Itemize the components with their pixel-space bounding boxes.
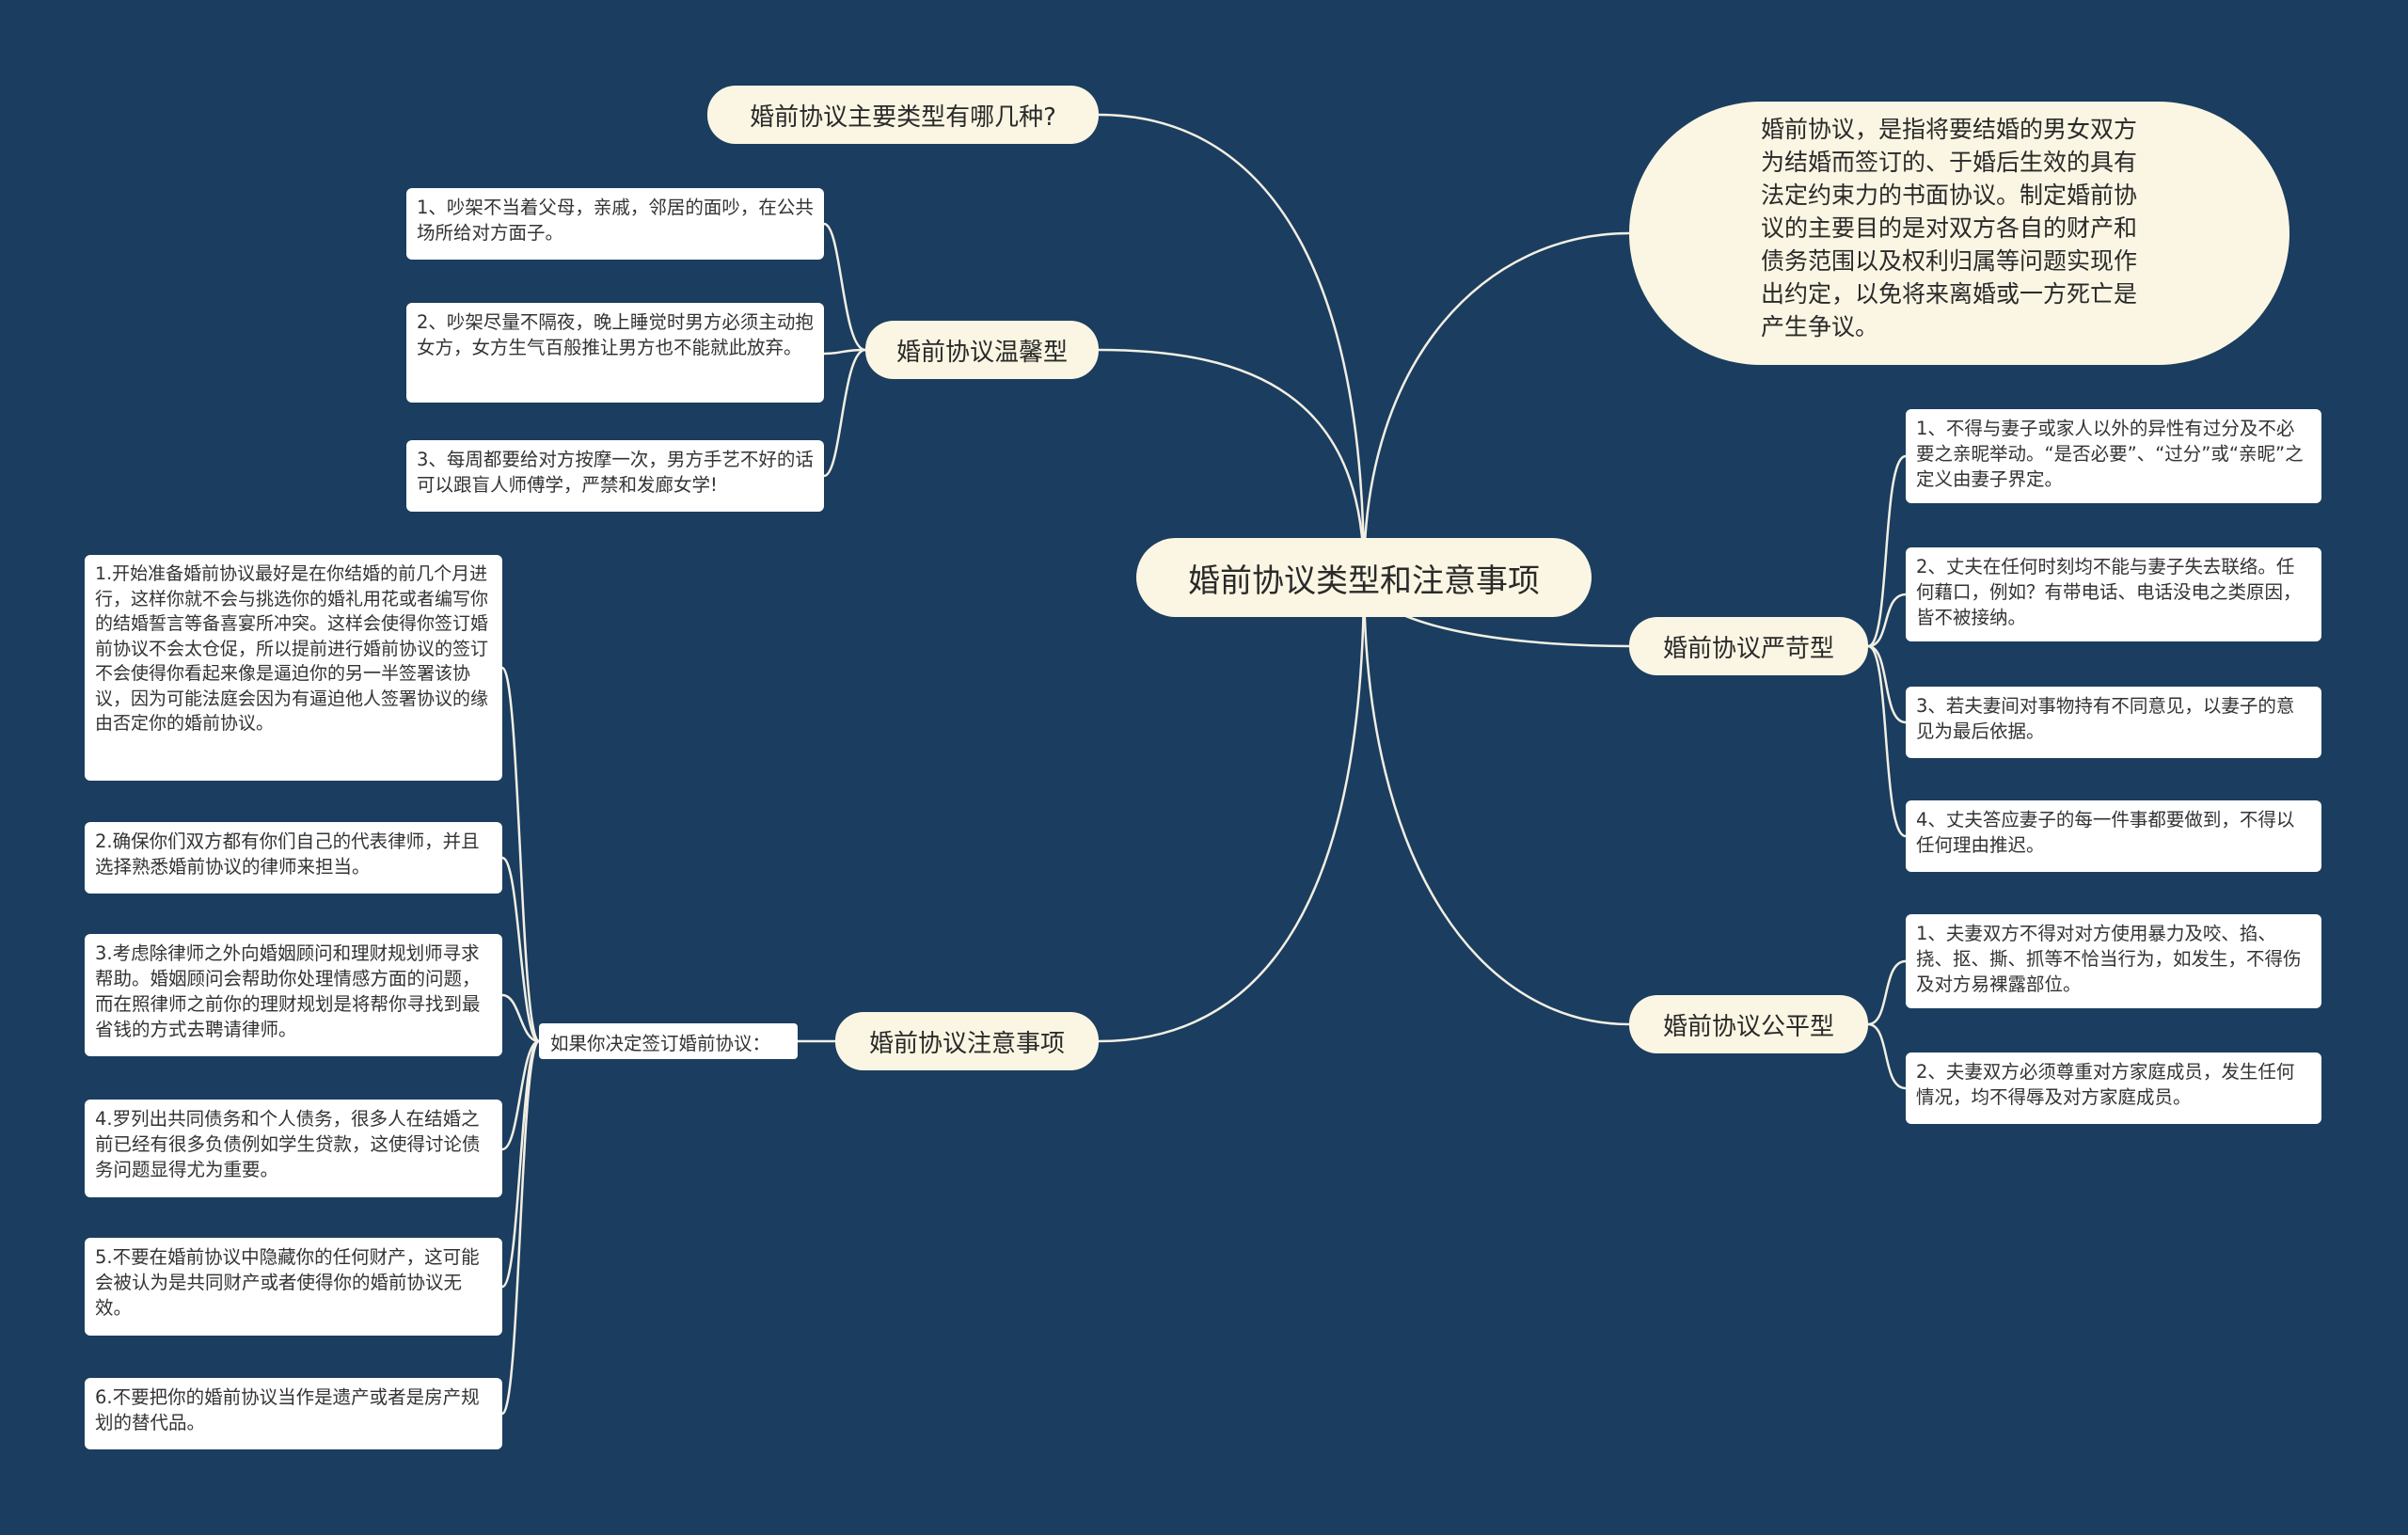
branch-strict[interactable]: 婚前协议严苛型 xyxy=(1629,617,1868,675)
fair-item-2[interactable]: 2、夫妻双方必须尊重对方家庭成员，发生任何情况，均不得辱及对方家庭成员。 xyxy=(1906,1052,2321,1124)
link-root-notes xyxy=(1097,574,1366,1043)
link-warm-2 xyxy=(822,348,867,356)
link-fair-1 xyxy=(1866,959,1908,1026)
link-fair-2 xyxy=(1866,1022,1908,1090)
link-strict-2 xyxy=(1866,593,1908,648)
link-strict-4 xyxy=(1866,644,1908,838)
notes-item-5[interactable]: 5.不要在婚前协议中隐藏你的任何财产，这可能会被认为是共同财产或者使得你的婚前协… xyxy=(85,1238,502,1336)
link-root-definition xyxy=(1362,231,1631,578)
link-strict-3 xyxy=(1866,644,1908,724)
branch-fair[interactable]: 婚前协议公平型 xyxy=(1629,995,1868,1053)
branch-warm[interactable]: 婚前协议温馨型 xyxy=(865,321,1099,379)
link-root-types-question xyxy=(1097,113,1366,578)
link-sub-4 xyxy=(500,1039,541,1151)
definition-node[interactable]: 婚前协议，是指将要结婚的男女双方为结婚而签订的、于婚后生效的具有法定约束力的书面… xyxy=(1629,102,2289,365)
link-warm-3 xyxy=(822,348,867,478)
link-root-warm xyxy=(1097,348,1366,578)
link-sub-6 xyxy=(500,1039,541,1416)
strict-item-3[interactable]: 3、若夫妻间对事物持有不同意见，以妻子的意见为最后依据。 xyxy=(1906,687,2321,758)
strict-item-2[interactable]: 2、丈夫在任何时刻均不能与妻子失去联络。任何藉口，例如？有带电话、电话没电之类原… xyxy=(1906,547,2321,641)
notes-item-1[interactable]: 1.开始准备婚前协议最好是在你结婚的前几个月进行，这样你就不会与挑选你的婚礼用花… xyxy=(85,555,502,781)
notes-item-4[interactable]: 4.罗列出共同债务和个人债务，很多人在结婚之前已经有很多负债例如学生贷款，这使得… xyxy=(85,1100,502,1197)
link-strict-1 xyxy=(1866,454,1908,648)
link-sub-1 xyxy=(500,666,541,1043)
fair-item-1[interactable]: 1、夫妻双方不得对对方使用暴力及咬、掐、挠、抠、撕、抓等不恰当行为，如发生，不得… xyxy=(1906,914,2321,1008)
warm-item-1[interactable]: 1、吵架不当着父母，亲戚，邻居的面吵，在公共场所给对方面子。 xyxy=(406,188,824,260)
link-sub-2 xyxy=(500,856,541,1043)
notes-item-6[interactable]: 6.不要把你的婚前协议当作是遗产或者是房产规划的替代品。 xyxy=(85,1378,502,1449)
warm-item-2[interactable]: 2、吵架尽量不隔夜，晚上睡觉时男方必须主动抱女方，女方生气百般推让男方也不能就此… xyxy=(406,303,824,403)
link-sub-5 xyxy=(500,1039,541,1289)
notes-sub-label[interactable]: 如果你决定签订婚前协议： xyxy=(539,1023,798,1059)
link-sub-3 xyxy=(500,993,541,1043)
branch-notes[interactable]: 婚前协议注意事项 xyxy=(835,1012,1099,1070)
notes-item-3[interactable]: 3.考虑除律师之外向婚姻顾问和理财规划师寻求帮助。婚姻顾问会帮助你处理情感方面的… xyxy=(85,934,502,1056)
link-root-fair xyxy=(1362,574,1631,1026)
warm-item-3[interactable]: 3、每周都要给对方按摩一次，男方手艺不好的话可以跟盲人师傅学，严禁和发廊女学! xyxy=(406,440,824,512)
link-warm-1 xyxy=(822,222,867,352)
notes-item-2[interactable]: 2.确保你们双方都有你们自己的代表律师，并且选择熟悉婚前协议的律师来担当。 xyxy=(85,822,502,894)
root-node[interactable]: 婚前协议类型和注意事项 xyxy=(1136,538,1592,617)
branch-types-question[interactable]: 婚前协议主要类型有哪几种? xyxy=(707,86,1099,144)
strict-item-4[interactable]: 4、丈夫答应妻子的每一件事都要做到，不得以任何理由推迟。 xyxy=(1906,800,2321,872)
strict-item-1[interactable]: 1、不得与妻子或家人以外的异性有过分及不必要之亲昵举动。“是否必要”、“过分”或… xyxy=(1906,409,2321,503)
